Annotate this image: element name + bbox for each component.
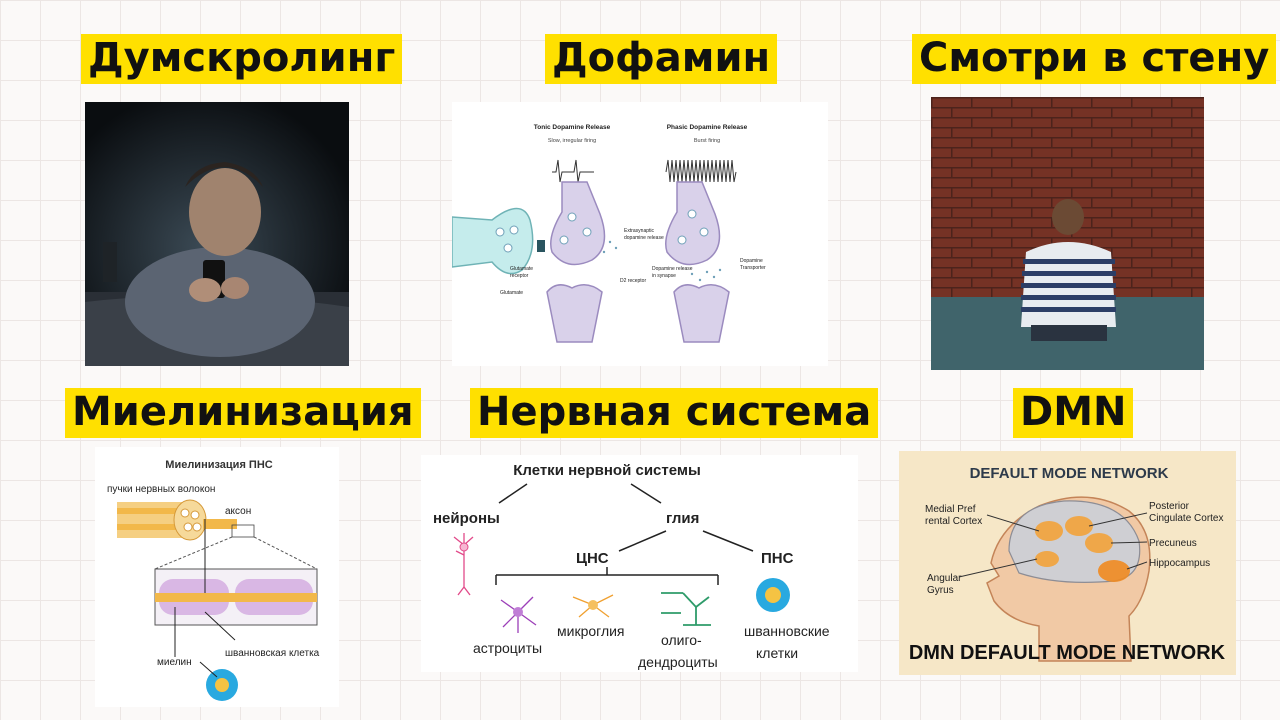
root-label: Клетки нервной системы	[513, 462, 701, 479]
extrasynaptic-label-2: dopamine release	[624, 235, 664, 241]
dmn-footer: DMN DEFAULT MODE NETWORK	[909, 642, 1226, 664]
dmn-title: DEFAULT MODE NETWORK	[970, 465, 1169, 482]
dopamine-release-label-2: in synapse	[652, 273, 676, 279]
pns-label: ПНС	[761, 550, 794, 567]
title-dopamine: Дофамин	[545, 34, 778, 84]
phasic-title: Phasic Dopamine Release	[667, 124, 748, 131]
angular-gyrus-label-2: Gyrus	[927, 585, 954, 596]
title-dmn: DMN	[1013, 388, 1134, 438]
dmn-diagram: DEFAULT MODE NETWORK Medial Pref rental …	[899, 451, 1236, 675]
oligodendrocyte-icon	[661, 592, 711, 626]
schwann-cell-label: шванновская клетка	[225, 648, 320, 659]
mpfc-label-2: rental Cortex	[925, 516, 982, 527]
phasic-spike-train	[665, 159, 737, 183]
myelin-title: Миелинизация ПНС	[165, 459, 272, 471]
glutamate-neuron	[452, 207, 534, 275]
axon-label: аксон	[225, 506, 251, 517]
pcc-label-2: Cingulate Cortex	[1149, 513, 1223, 524]
tonic-title: Tonic Dopamine Release	[534, 124, 611, 131]
tonic-presynaptic	[550, 181, 606, 266]
dopamine-diagram: Tonic Dopamine Release Slow, irregular f…	[452, 102, 828, 366]
oligodendrocytes-label-2: дендроциты	[638, 654, 718, 670]
nervous-system-diagram: Клетки нервной системы нейроны глия ЦНС …	[421, 455, 858, 672]
myelination-diagram: Миелинизация ПНС пучки нервных волокон а…	[95, 447, 339, 707]
cns-label: ЦНС	[576, 550, 609, 567]
angular-gyrus-label: Angular	[927, 573, 962, 584]
phasic-subtitle: Burst firing	[694, 138, 720, 144]
transporter-label: Dopamine	[740, 258, 763, 264]
glutamate-receptor-label: Glutamate	[510, 266, 533, 272]
hippocampus-label: Hippocampus	[1149, 558, 1210, 569]
schwann-cells-label-2: клетки	[756, 645, 798, 661]
phasic-presynaptic	[665, 181, 721, 266]
dopamine-release-label: Dopamine release	[652, 266, 693, 272]
tonic-postsynaptic	[546, 284, 603, 343]
title-wall: Смотри в стену	[912, 34, 1277, 84]
myelin-label: миелин	[157, 657, 192, 668]
d2-receptor-label: D2 receptor	[620, 278, 646, 284]
title-doomscrolling: Думскролинг	[81, 34, 403, 84]
glia-label: глия	[666, 510, 699, 527]
title-myelination: Миелинизация	[65, 388, 421, 438]
oligodendrocytes-label: олиго-	[661, 632, 702, 648]
neurons-label: нейроны	[433, 510, 500, 527]
tonic-spike-train	[552, 159, 594, 183]
title-nervous-system: Нервная система	[470, 388, 879, 438]
wall-photo	[931, 97, 1204, 370]
mpfc-label: Medial Pref	[925, 504, 976, 515]
doomscrolling-photo	[85, 102, 349, 366]
neuron-icon	[453, 533, 474, 596]
glutamate-receptor-label-2: receptor	[510, 273, 529, 279]
schwann-cells-label: шванновские	[744, 623, 830, 639]
pcc-label: Posterior	[1149, 501, 1190, 512]
tonic-subtitle: Slow, irregular firing	[548, 138, 596, 144]
microglia-label: микроглия	[557, 623, 625, 639]
bundles-label: пучки нервных волокон	[107, 484, 215, 495]
extrasynaptic-label: Extrasynaptic	[624, 228, 655, 234]
transporter-label-2: Transporter	[740, 265, 766, 271]
phasic-postsynaptic	[673, 284, 730, 343]
glutamate-label: Glutamate	[500, 290, 523, 296]
astrocytes-label: астроциты	[473, 640, 542, 656]
precuneus-label: Precuneus	[1149, 538, 1197, 549]
